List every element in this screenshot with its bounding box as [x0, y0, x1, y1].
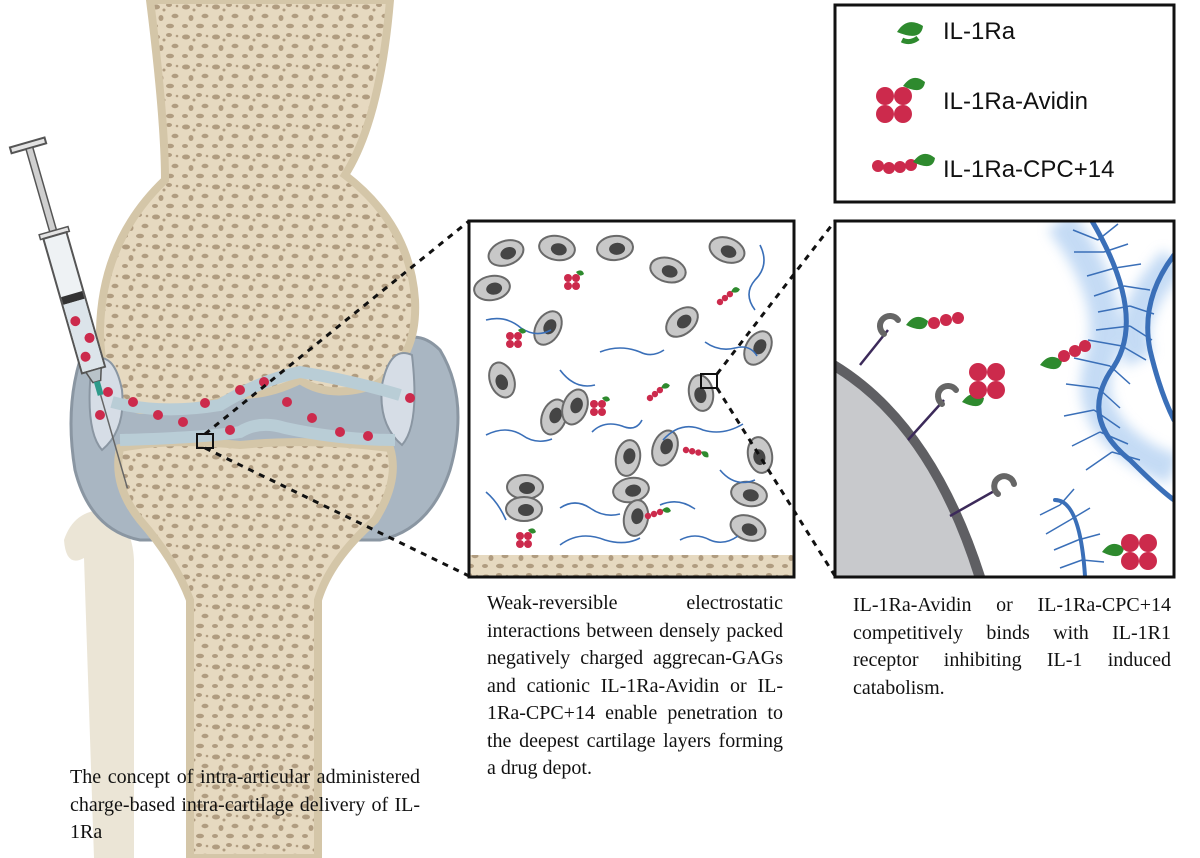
- receptor-panel: [833, 219, 1176, 579]
- il1ra-cpc14-icon: [872, 153, 935, 174]
- caption-receptor: IL-1Ra-Avidin or IL-1Ra-CPC+14 competiti…: [853, 594, 1171, 699]
- legend-label-il1ra-avidin: IL-1Ra-Avidin: [943, 88, 1088, 115]
- zoom-lines-knee: [204, 219, 470, 578]
- knee-joint: [64, 0, 460, 858]
- tibia: [114, 438, 397, 858]
- legend-label-il1ra-cpc14: IL-1Ra-CPC+14: [943, 156, 1115, 183]
- cartilage-panel: [467, 219, 796, 579]
- zoom-lines-cartilage: [715, 220, 837, 577]
- caption-cartilage: Weak-reversible electrostatic interactio…: [487, 592, 783, 779]
- femur: [95, 0, 420, 415]
- syringe-icon: [8, 136, 129, 489]
- legend: [833, 3, 1176, 204]
- il1ra-icon: [897, 22, 923, 45]
- caption-knee: The concept of intra-articular administe…: [70, 766, 420, 843]
- legend-label-il1ra: IL-1Ra: [943, 18, 1016, 45]
- il1ra-avidin-icon: [876, 77, 925, 123]
